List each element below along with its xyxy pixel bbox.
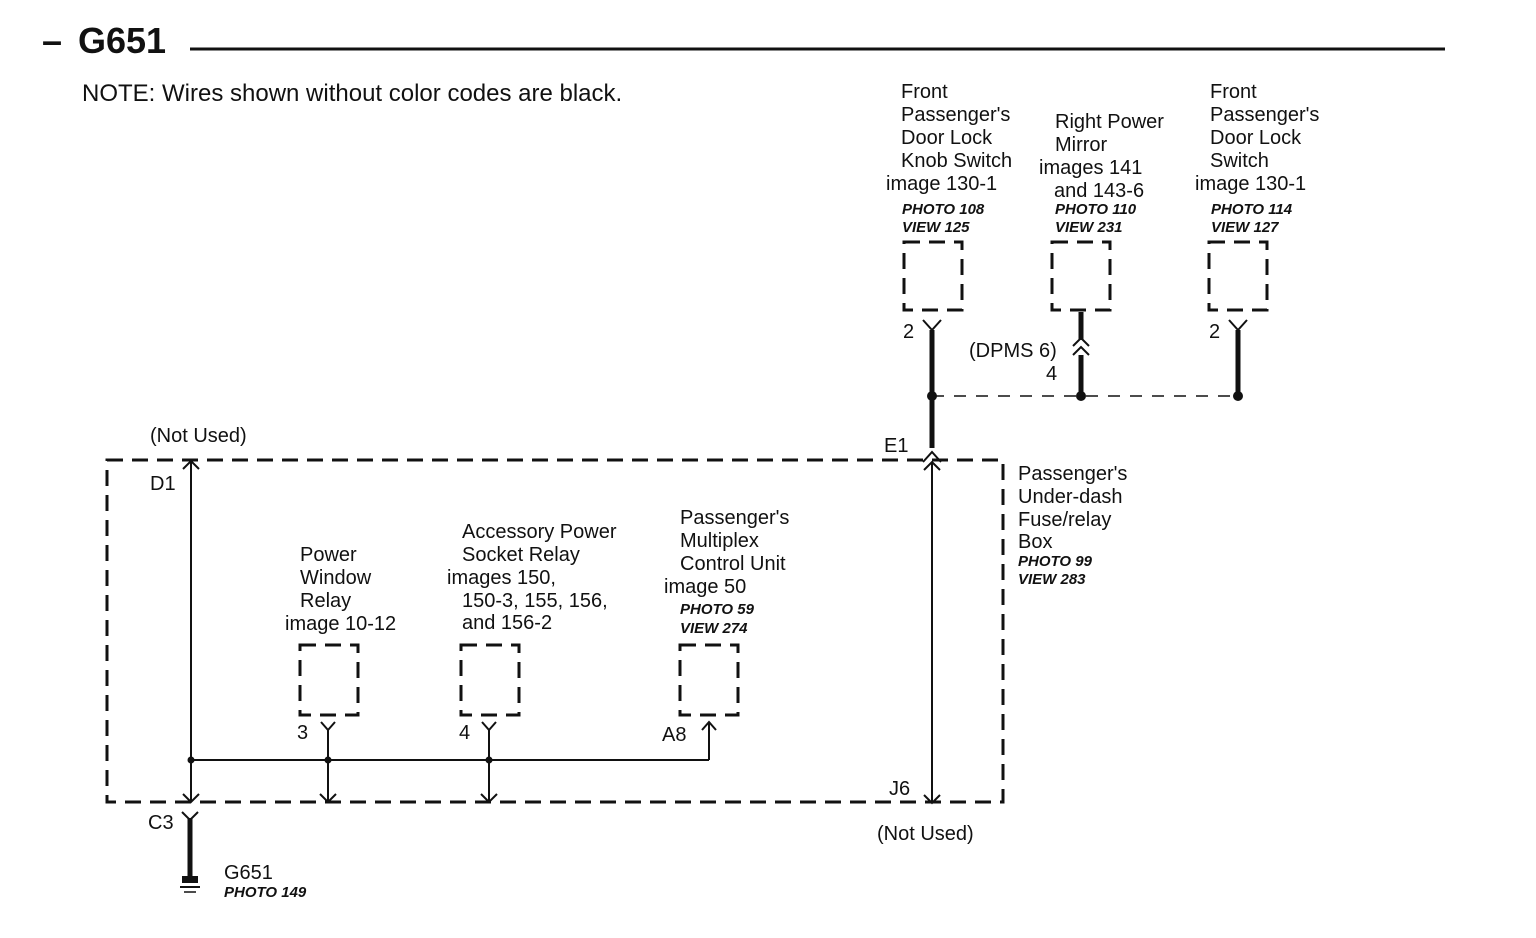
fuse-box-label-1: Passenger's bbox=[1018, 463, 1127, 485]
lock-switch-view: VIEW 127 bbox=[1211, 219, 1279, 236]
mirror-label-1: Right Power bbox=[1055, 111, 1164, 133]
knob-switch-label-3: Door Lock bbox=[901, 127, 993, 149]
lock-switch-label-1: Front bbox=[1210, 81, 1257, 103]
mirror-box bbox=[1050, 240, 1112, 312]
acc-relay-label-1: Accessory Power bbox=[462, 521, 617, 543]
ground-symbol-icon bbox=[180, 876, 200, 893]
knob-switch-label-5: image 130-1 bbox=[886, 173, 997, 195]
pw-relay-label-2: Window bbox=[300, 567, 372, 589]
ground-photo: PHOTO 149 bbox=[224, 884, 307, 901]
mcu-view: VIEW 274 bbox=[680, 620, 748, 637]
acc-relay-terminal-icon bbox=[481, 721, 497, 732]
knob-switch-terminal-icon bbox=[922, 319, 942, 332]
pin-j6: J6 bbox=[889, 778, 910, 800]
lock-switch-box bbox=[1207, 240, 1269, 312]
knob-switch-label-4: Knob Switch bbox=[901, 150, 1012, 172]
mirror-photo: PHOTO 110 bbox=[1055, 201, 1137, 218]
pw-relay-pin: 3 bbox=[297, 722, 308, 744]
c3-arrow-icon bbox=[182, 793, 200, 804]
fuse-box-view: VIEW 283 bbox=[1018, 571, 1086, 588]
mirror-connector: (DPMS 6) bbox=[969, 340, 1057, 362]
mirror-label-2: Mirror bbox=[1055, 134, 1108, 156]
lock-switch-label-4: Switch bbox=[1210, 150, 1269, 172]
lock-switch-label-5: image 130-1 bbox=[1195, 173, 1306, 195]
lock-switch-photo: PHOTO 114 bbox=[1211, 201, 1293, 218]
knob-switch-box bbox=[902, 240, 964, 312]
acc-relay-bottom-arrow-icon bbox=[480, 793, 498, 804]
pw-relay-box bbox=[298, 643, 360, 717]
page-title: G651 bbox=[78, 20, 166, 61]
fuse-box-label-4: Box bbox=[1018, 531, 1052, 553]
right-power-mirror: Right Power Mirror images 141 and 143-6 … bbox=[969, 111, 1164, 396]
pw-relay-terminal-icon bbox=[320, 721, 336, 732]
splice-dot-mid bbox=[1076, 391, 1086, 401]
pw-relay-label-1: Power bbox=[300, 544, 357, 566]
accessory-socket-relay: Accessory Power Socket Relay images 150,… bbox=[447, 521, 617, 804]
pw-relay-bottom-arrow-icon bbox=[319, 793, 337, 804]
knob-switch-photo: PHOTO 108 bbox=[902, 201, 985, 218]
j6-arrow-icon bbox=[923, 794, 941, 805]
pin-e1: E1 bbox=[884, 435, 908, 457]
front-door-lock-knob-switch: Front Passenger's Door Lock Knob Switch … bbox=[886, 81, 1012, 396]
pw-relay-splice bbox=[324, 756, 332, 764]
acc-relay-label-2: Socket Relay bbox=[462, 544, 580, 566]
mirror-label-4: and 143-6 bbox=[1054, 180, 1144, 202]
mirror-label-3: images 141 bbox=[1039, 157, 1142, 179]
mcu-photo: PHOTO 59 bbox=[680, 601, 755, 618]
acc-relay-pin: 4 bbox=[459, 722, 470, 744]
acc-relay-box bbox=[459, 643, 521, 717]
fuse-relay-box: Passenger's Under-dash Fuse/relay Box PH… bbox=[105, 425, 1127, 805]
lock-switch-pin: 2 bbox=[1209, 321, 1220, 343]
mcu-pin: A8 bbox=[662, 724, 686, 746]
acc-relay-label-4: 150-3, 155, 156, bbox=[462, 590, 608, 612]
mirror-view: VIEW 231 bbox=[1055, 219, 1123, 236]
mirror-pin: 4 bbox=[1046, 363, 1057, 385]
fuse-box-outline bbox=[105, 458, 1005, 804]
fuse-box-label-3: Fuse/relay bbox=[1018, 509, 1111, 531]
title-dash: – bbox=[42, 20, 62, 61]
fuse-box-label-2: Under-dash bbox=[1018, 486, 1123, 508]
splice-dot-right bbox=[1233, 391, 1243, 401]
mcu-label-3: Control Unit bbox=[680, 553, 786, 575]
acc-relay-label-5: and 156-2 bbox=[462, 612, 552, 634]
not-used-bottom: (Not Used) bbox=[877, 823, 974, 845]
mcu-label-1: Passenger's bbox=[680, 507, 789, 529]
knob-switch-label-1: Front bbox=[901, 81, 948, 103]
e1-terminal-icon bbox=[922, 450, 942, 463]
knob-switch-label-2: Passenger's bbox=[901, 104, 1010, 126]
front-door-lock-switch: Front Passenger's Door Lock Switch image… bbox=[1195, 81, 1319, 396]
knob-switch-pin: 2 bbox=[903, 321, 914, 343]
color-code-note: NOTE: Wires shown without color codes ar… bbox=[82, 80, 622, 107]
knob-switch-view: VIEW 125 bbox=[902, 219, 970, 236]
pw-relay-label-4: image 10-12 bbox=[285, 613, 396, 635]
not-used-top: (Not Used) bbox=[150, 425, 247, 447]
lock-switch-label-2: Passenger's bbox=[1210, 104, 1319, 126]
mcu-label-4: image 50 bbox=[664, 576, 746, 598]
pin-d1: D1 bbox=[150, 473, 176, 495]
pin-c3: C3 bbox=[148, 812, 174, 834]
lock-switch-label-3: Door Lock bbox=[1210, 127, 1302, 149]
acc-relay-splice bbox=[485, 756, 493, 764]
mcu-label-2: Multiplex bbox=[680, 530, 759, 552]
power-window-relay: Power Window Relay image 10-12 3 bbox=[285, 544, 396, 804]
mirror-connector-icon bbox=[1072, 336, 1090, 356]
pw-relay-label-3: Relay bbox=[300, 590, 351, 612]
multiplex-control-unit: Passenger's Multiplex Control Unit image… bbox=[662, 507, 789, 760]
ground-name: G651 bbox=[224, 862, 273, 884]
fuse-box-photo: PHOTO 99 bbox=[1018, 553, 1093, 570]
mcu-box bbox=[678, 643, 740, 717]
acc-relay-label-3: images 150, bbox=[447, 567, 556, 589]
lock-switch-terminal-icon bbox=[1228, 319, 1248, 332]
